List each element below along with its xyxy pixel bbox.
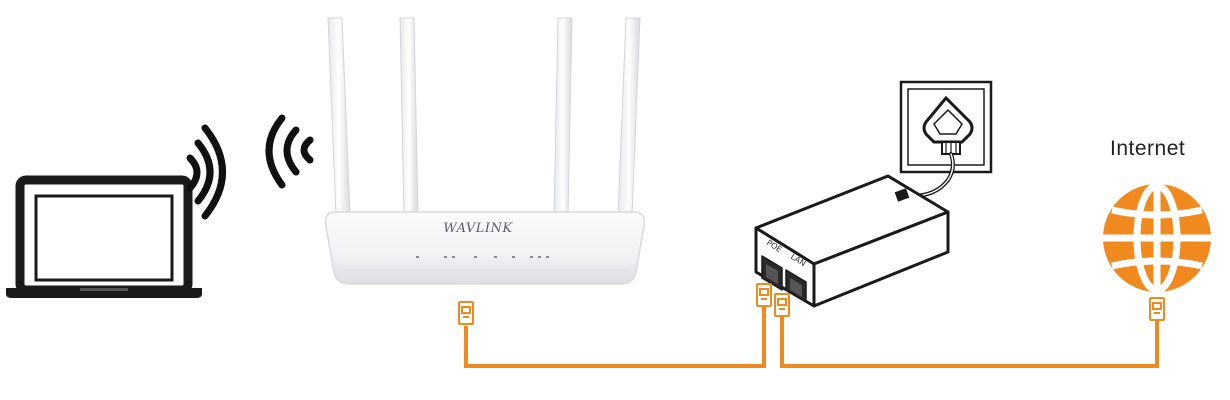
rj45-connector-icon — [458, 283, 1165, 325]
cable-router-to-poe — [464, 306, 766, 368]
wifi-waves-icon — [186, 114, 314, 220]
internet-label: Internet — [1110, 137, 1186, 160]
ethernet-cables — [464, 306, 1159, 368]
router-icon: WAVLINK — [324, 17, 646, 285]
laptop-icon — [6, 175, 202, 298]
router-led-indicators — [416, 256, 549, 258]
poe-injector-icon: POE LAN — [754, 174, 950, 308]
globe-icon — [1103, 182, 1211, 294]
wall-socket-icon — [899, 80, 993, 174]
cable-poe-to-internet — [780, 316, 1159, 368]
router-brand-text: WAVLINK — [443, 221, 513, 236]
